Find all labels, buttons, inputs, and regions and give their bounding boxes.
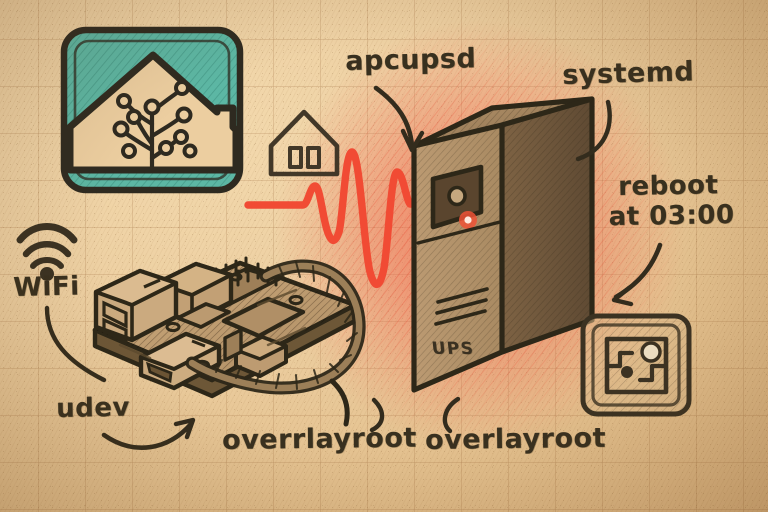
chip-node-large <box>640 341 662 363</box>
label-wifi: WiFi <box>12 271 80 303</box>
label-udev: udev <box>55 392 131 424</box>
arrow-apcupsd <box>373 85 425 153</box>
arrow-overlayroot-right <box>442 396 461 434</box>
pi-hdmi-port <box>138 331 222 391</box>
arrow-wifi <box>44 305 107 383</box>
pi-power-port <box>234 335 288 378</box>
label-reboot-line1: reboot <box>617 170 719 202</box>
ups-status-led-icon <box>459 211 477 229</box>
pi-connector-block <box>223 328 243 362</box>
label-reboot-line2: at 03:00 <box>608 199 735 232</box>
arrow-overlayroot-left <box>369 397 385 433</box>
chip-node-small <box>621 366 633 378</box>
pi-soc-chip <box>221 296 306 339</box>
label-overlayroot-left: overrlayroot <box>221 422 418 456</box>
arrow-reboot <box>611 242 663 307</box>
arrow-udev <box>101 417 196 450</box>
pi-small-chip <box>176 302 231 329</box>
ups-vent-slots <box>434 287 489 326</box>
label-apcupsd: apcupsd <box>344 43 477 77</box>
ha-tile-body[interactable] <box>60 26 246 196</box>
label-overlayroot-right: overlayroot <box>424 422 607 456</box>
ups-seam-line <box>416 220 502 245</box>
ha-circuit-nodes <box>112 80 198 159</box>
pi-traces <box>118 288 307 360</box>
arrow-systemd <box>575 99 612 162</box>
label-reboot-schedule: reboot at 03:00 <box>608 170 734 231</box>
label-systemd: systemd <box>561 56 695 91</box>
pi-usb-ports <box>93 268 179 345</box>
